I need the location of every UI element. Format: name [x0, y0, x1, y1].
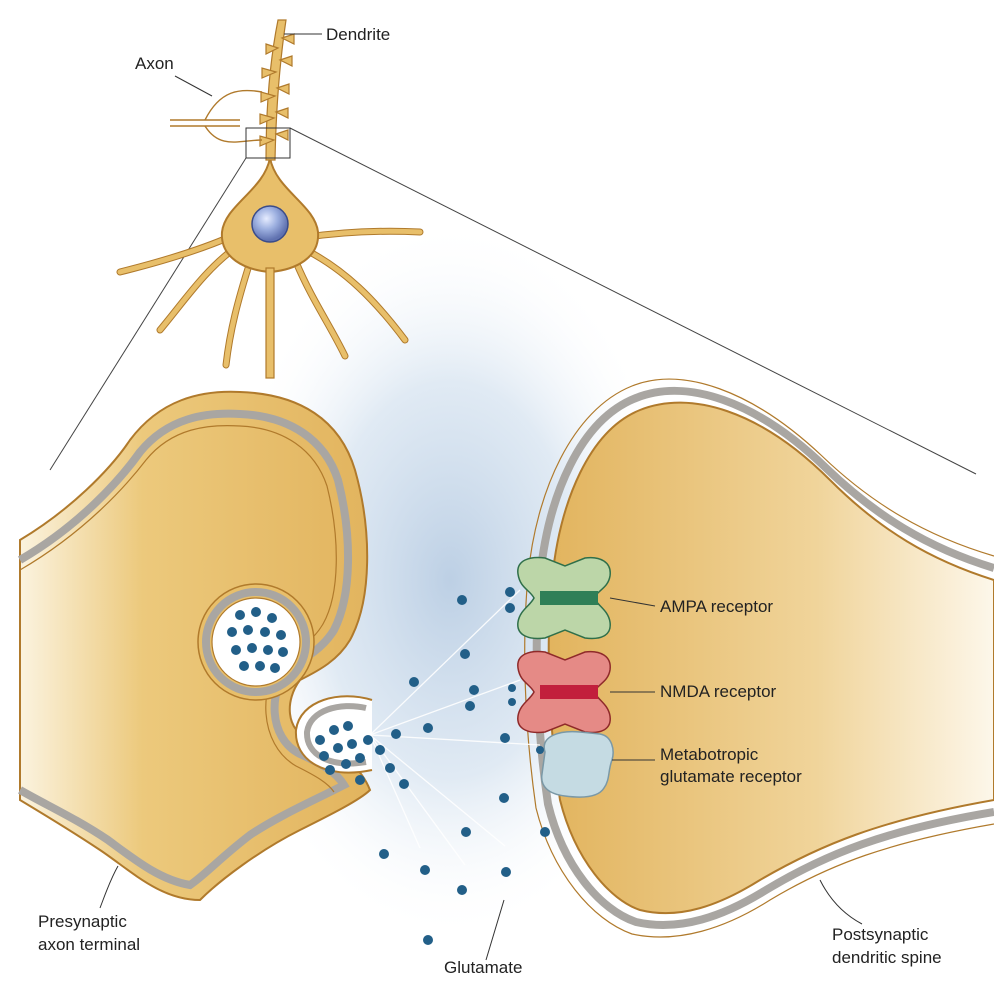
- postsynaptic-label-line: [819, 879, 863, 925]
- neuron: [116, 19, 424, 379]
- ampa-receptor: [517, 556, 611, 640]
- synaptic-vesicle: [197, 583, 315, 701]
- axon-label: Axon: [135, 54, 174, 73]
- presynaptic-label-line: [99, 865, 119, 909]
- axon-label-line: [174, 75, 213, 97]
- postsynaptic-label-1: Postsynaptic: [832, 925, 929, 944]
- cleft-glutamate: [379, 587, 550, 945]
- nmda-receptor-label: NMDA receptor: [660, 682, 777, 701]
- ampa-receptor-label: AMPA receptor: [660, 597, 773, 616]
- neuron-nucleus: [251, 205, 289, 243]
- ampa-label-line: [609, 597, 656, 607]
- axon: [170, 89, 263, 143]
- metabotropic-label-1: Metabotropic: [660, 745, 759, 764]
- presynaptic-label-1: Presynaptic: [38, 912, 127, 931]
- zoom-line-right: [289, 127, 977, 475]
- zoom-box: [245, 127, 291, 159]
- glutamate-label-line: [485, 899, 505, 961]
- nmda-receptor: [517, 650, 611, 734]
- postsynaptic-label-2: dendritic spine: [832, 948, 942, 967]
- metabotropic-label-2: glutamate receptor: [660, 767, 802, 786]
- vesicle-glutamate-dots: [227, 607, 288, 673]
- apical-dendrite: [265, 19, 287, 161]
- neuron-axon-down: [265, 267, 275, 379]
- fusing-vesicle-glutamate: [315, 721, 409, 789]
- zoom-line-left: [49, 157, 247, 471]
- metabotropic-receptor: [540, 730, 614, 798]
- glutamate-label: Glutamate: [444, 958, 522, 977]
- dendrite-label: Dendrite: [326, 25, 390, 44]
- presynaptic-label-2: axon terminal: [38, 935, 140, 954]
- dendritic-spines: [259, 33, 295, 147]
